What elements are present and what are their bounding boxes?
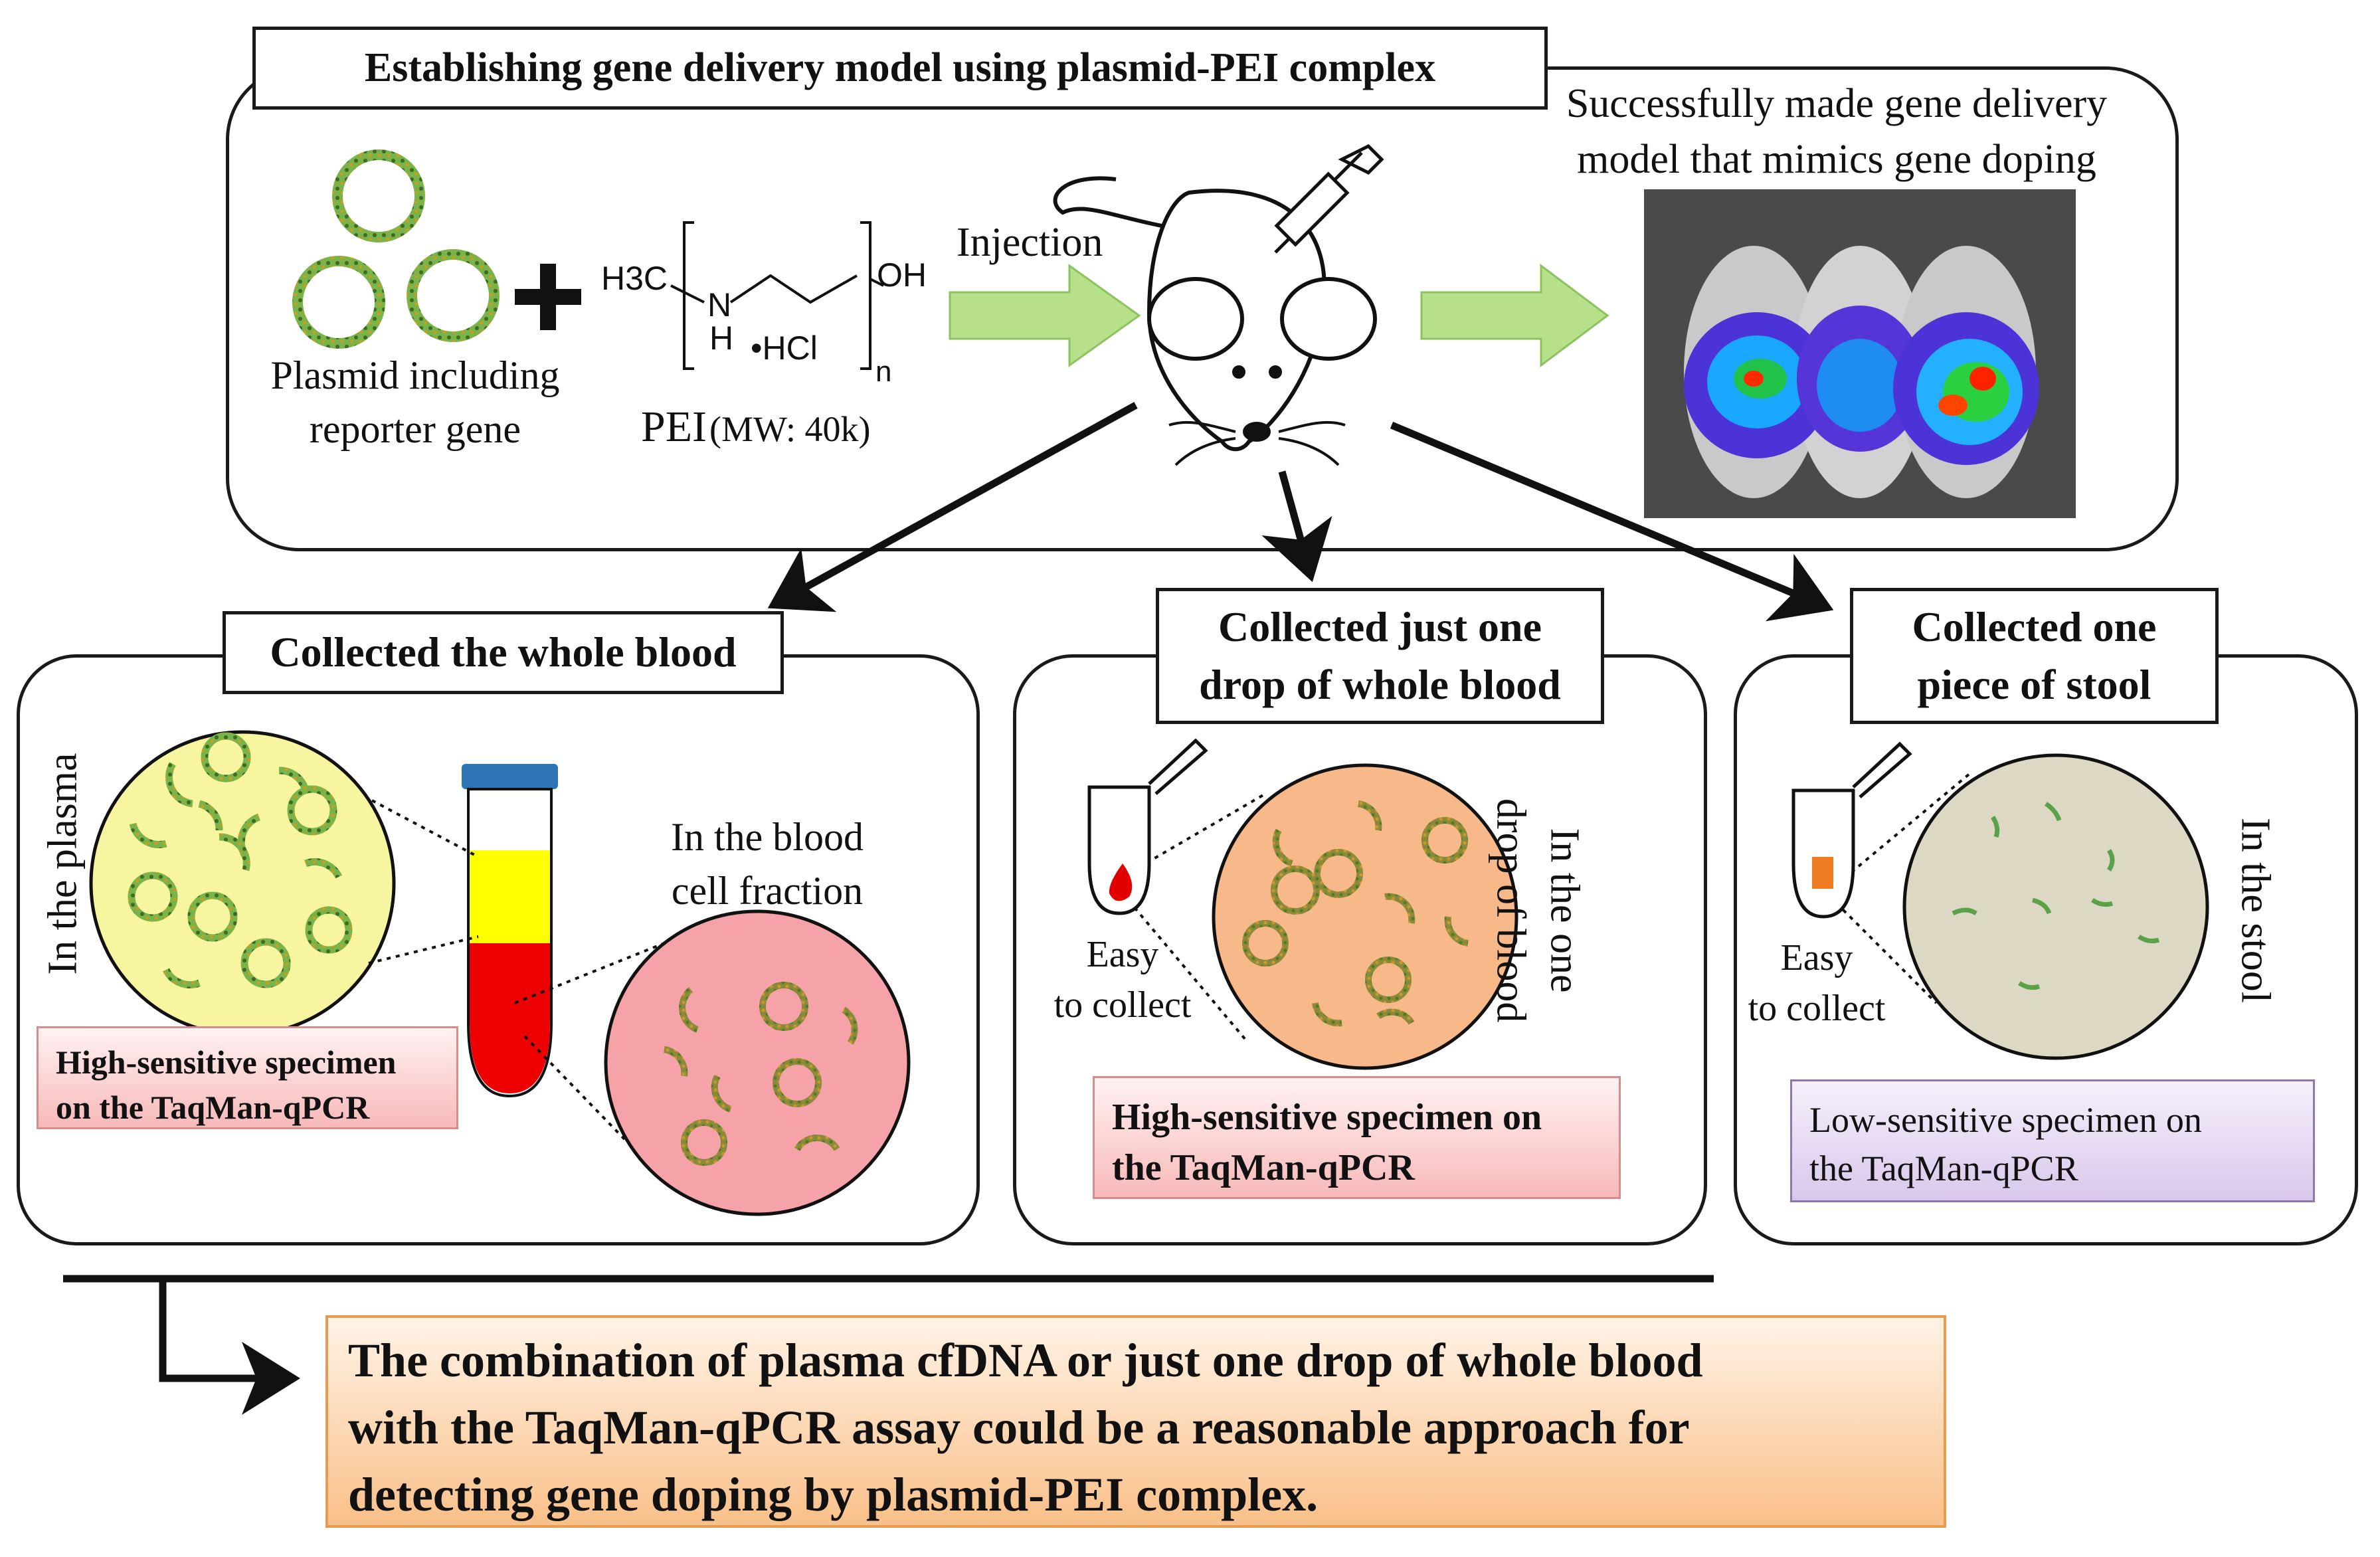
specimen-3-line2: the TaqMan-qPCR [1809,1148,2078,1188]
plasmid-label: Plasmid including reporter gene [246,349,585,456]
conclusion-box: The combination of plasma cfDNA or just … [325,1315,1946,1528]
plasmid-label-line1: Plasmid including [270,353,560,397]
conclusion-line3: detecting gene doping by plasmid-PEI com… [348,1467,1319,1521]
injection-arrow [949,264,1141,367]
injection-label: Injection [957,220,1103,265]
specimen-badge-2: High-sensitive specimen on the TaqMan-qP… [1093,1076,1621,1199]
drop-easy-line2: to collect [1053,984,1192,1026]
pei-mw: (MW: 40k) [709,409,871,449]
mouse-icon [1053,176,1377,466]
drop-side-line2: drop of blood [1489,798,1534,1023]
specimen-badge-3: Low-sensitive specimen on the TaqMan-qPC… [1790,1079,2315,1202]
stool-title-line2: piece of stool [1917,660,2151,708]
chem-h3c: H3C [601,260,668,297]
drop-title-line2: drop of whole blood [1199,660,1561,708]
blood-cell-label: In the blood cell fraction [621,810,913,918]
branch-arrows [767,402,1834,622]
specimen-1-line2: on the TaqMan-qPCR [56,1088,370,1126]
pei-label: PEI (MW: 40k) [641,402,870,452]
drop-title-line1: Collected just one [1218,603,1542,651]
blood-cell-line1: In the blood [671,815,864,859]
plus-icon [515,264,581,330]
result-line1: Successfully made gene delivery [1566,81,2108,126]
stool-easy-label: Easy to collect [1727,933,1906,1034]
microtube-stool-icon [1791,741,1912,919]
blood-cell-line2: cell fraction [671,869,864,913]
result-line2: model that mimics gene doping [1577,136,2096,182]
chem-h: H [709,320,734,357]
whole-blood-title: Collected the whole blood [223,611,784,694]
stool-side-label: In the stool [2233,818,2278,1003]
specimen-2-line2: the TaqMan-qPCR [1112,1146,1415,1188]
drop-circle [1212,763,1518,1070]
specimen-3-line1: Low-sensitive specimen on [1809,1100,2202,1140]
stool-easy-line1: Easy [1780,937,1853,978]
stool-easy-line2: to collect [1748,987,1886,1029]
stool-title: Collected one piece of stool [1850,588,2219,724]
drop-side-label: In the one drop of blood [1484,771,1591,1050]
chem-n-sub: n [875,355,892,388]
drop-side-line1: In the one [1542,828,1588,993]
chem-hcl: •HCl [751,329,818,367]
plasmid-label-line2: reporter gene [309,407,521,451]
chem-n: N [707,286,732,323]
result-arrow [1420,264,1609,367]
plasma-circle [89,730,396,1037]
conclusion-line1: The combination of plasma cfDNA or just … [348,1334,1703,1387]
drop-title: Collected just one drop of whole blood [1156,588,1604,724]
chem-oh: OH [877,256,927,294]
blood-cell-circle [604,909,911,1216]
conclusion-line2: with the TaqMan-qPCR assay could be a re… [348,1400,1690,1454]
specimen-2-line1: High-sensitive specimen on [1112,1097,1542,1138]
stool-circle [1902,753,2209,1060]
pei-structure [670,221,884,370]
dotted-leaders [368,773,1971,1144]
tube-icon [462,764,558,1098]
divider [63,1275,1714,1415]
top-title: Establishing gene delivery model using p… [252,27,1548,110]
microtube-icon [1087,738,1208,915]
drop-easy-line1: Easy [1086,934,1159,975]
imaging-photo [1644,189,2076,518]
plasma-label: In the plasma [40,753,86,975]
plasmid-icon [292,149,500,349]
specimen-1-line1: High-sensitive specimen [56,1044,397,1081]
syringe-icon [1274,143,1384,254]
drop-easy-label: Easy to collect [1033,930,1212,1030]
pei-name: PEI [641,403,707,451]
result-label: Successfully made gene delivery model th… [1518,76,2155,187]
specimen-badge-1: High-sensitive specimen on the TaqMan-qP… [37,1026,458,1129]
stool-title-line1: Collected one [1912,603,2157,651]
